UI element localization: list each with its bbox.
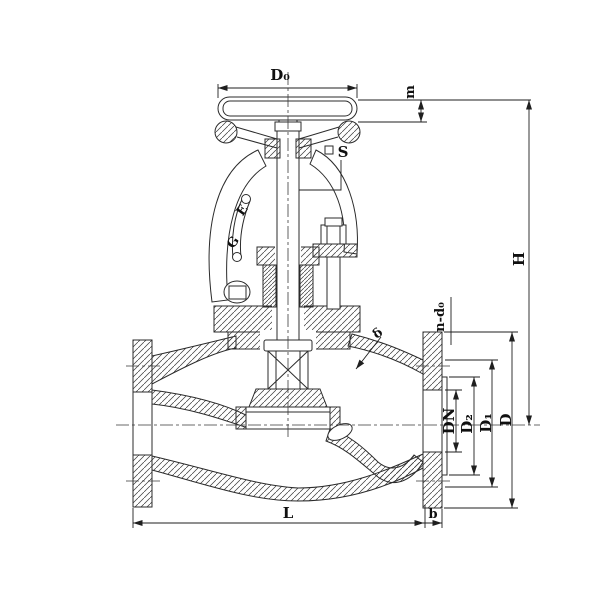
- port-opening: [327, 423, 353, 441]
- rim-section-right: [337, 120, 361, 144]
- label-face-to-face: L: [283, 504, 294, 522]
- seat-flank-left: [235, 406, 247, 430]
- upper-right-shell: [347, 333, 424, 375]
- label-bolt-holes: n-d₀: [433, 302, 448, 332]
- left-flange: [126, 339, 160, 508]
- label-raised-face: D₂: [458, 414, 476, 434]
- bonnet-bolt-head: [228, 285, 247, 300]
- hub-section-left: [264, 138, 281, 159]
- trim-components: [208, 101, 358, 441]
- valve-body: [126, 305, 450, 509]
- label-bolt-circle: D₁: [477, 413, 495, 433]
- label-handwheel-diameter: D₀: [270, 66, 290, 84]
- label-rim-height: m: [403, 85, 418, 99]
- hub-section-right: [295, 138, 312, 159]
- label-flange-thickness: b: [428, 507, 437, 522]
- packing-right: [299, 264, 314, 308]
- label-stem-square: S: [338, 143, 349, 161]
- stud-bolt: [326, 256, 341, 310]
- rim-section-left: [214, 120, 238, 144]
- handwheel-rim-top: [217, 96, 358, 121]
- stud-nut: [320, 224, 347, 245]
- packing-left: [262, 264, 277, 308]
- stud-nut-cap: [324, 217, 343, 227]
- leader-stem-square: [299, 160, 342, 191]
- square-symbol: [324, 145, 334, 155]
- upper-left-shell: [151, 335, 237, 385]
- raised-face: [441, 376, 448, 476]
- yoke-slot-end: [241, 194, 251, 204]
- leader-wall-thickness: [355, 336, 382, 370]
- inlet-roof-wall: [151, 389, 249, 429]
- stud-washer: [312, 243, 358, 258]
- yoke-left-arm: [208, 149, 267, 303]
- label-nominal-bore: DN: [440, 407, 458, 434]
- right-flange: [416, 331, 450, 509]
- label-overall-height: H: [510, 252, 528, 266]
- handwheel: [214, 96, 361, 149]
- dimensions: [132, 84, 532, 528]
- handwheel-rim-inner: [222, 100, 353, 117]
- label-flange-od: D: [497, 413, 515, 426]
- yoke-slot-end: [232, 252, 242, 262]
